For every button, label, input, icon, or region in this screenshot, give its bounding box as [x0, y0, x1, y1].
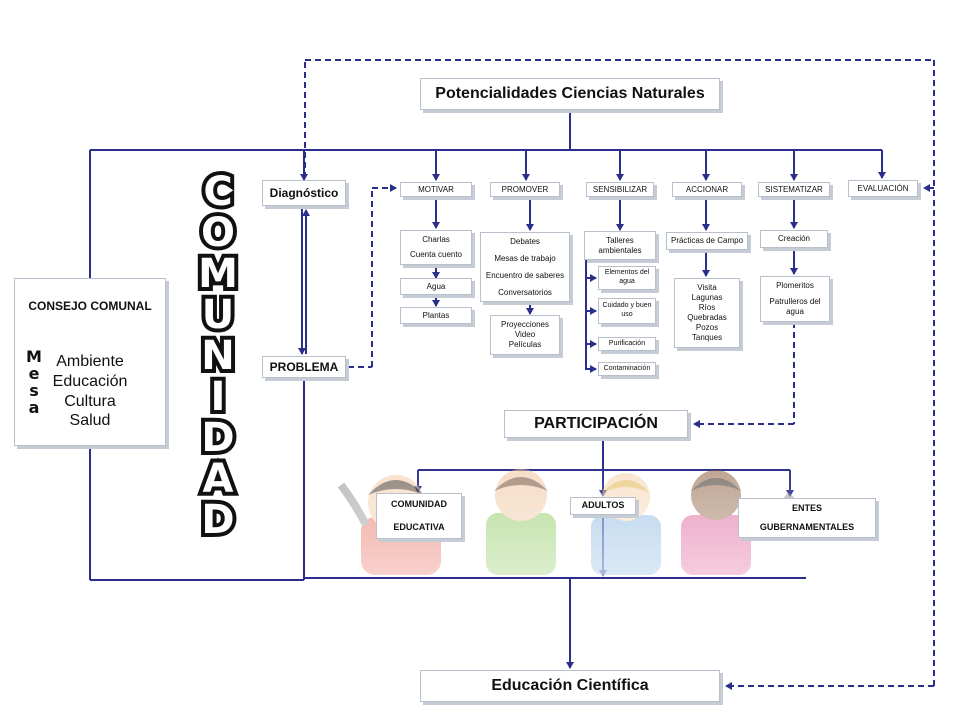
- comunidad-letter: U: [198, 291, 238, 340]
- sistematizar-item: Plomeritos: [776, 281, 814, 290]
- accionar-visita-item: Ríos: [698, 303, 716, 312]
- sensibilizar-purificacion-box: Purificación: [598, 337, 656, 351]
- participant-label: EDUCATIVA: [393, 522, 445, 532]
- educacion-cientifica-box: Educación Científica: [420, 670, 720, 702]
- accionar-visita-item: Visita: [697, 283, 717, 292]
- motivar-plantas-box: Plantas: [400, 307, 472, 324]
- comunidad-letter: D: [197, 496, 238, 545]
- phase-evaluacion: EVALUACIÓN: [848, 180, 918, 197]
- phase-evaluacion-label: EVALUACIÓN: [857, 183, 909, 193]
- phase-accionar: ACCIONAR: [672, 182, 742, 197]
- participant-adultos-label: ADULTOS: [581, 500, 625, 511]
- comunidad-letter: I: [207, 373, 230, 422]
- diagnostico-box: Diagnóstico: [262, 180, 346, 206]
- accionar-visita-box: Visita Lagunas Ríos Quebradas Pozos Tanq…: [674, 278, 740, 348]
- comunidad-letter: C: [199, 168, 236, 217]
- mesa-letter: a: [28, 398, 40, 417]
- phase-sensibilizar: SENSIBILIZAR: [586, 182, 654, 197]
- comunidad-letter: D: [197, 414, 238, 463]
- participant-label: ENTES: [791, 502, 822, 513]
- mesa-letter: s: [29, 381, 39, 400]
- sensibilizar-subitem: uso: [621, 311, 633, 318]
- comunidad-letter: M: [194, 250, 242, 299]
- accionar-practicas-label: Prácticas de Campo: [670, 236, 744, 245]
- mesa-letter: e: [28, 364, 40, 383]
- sensibilizar-subitem: agua: [619, 278, 635, 285]
- phase-sistematizar-label: SISTEMATIZAR: [765, 184, 823, 194]
- comunidad-letter: O: [197, 209, 239, 258]
- phase-sistematizar: SISTEMATIZAR: [758, 182, 830, 197]
- mesa-letter: M: [26, 347, 42, 366]
- mesa-areas-list: Ambiente Educación Cultura Salud: [50, 352, 130, 430]
- sistematizar-item: agua: [786, 307, 804, 316]
- mesa-vertical-label: M e s a: [24, 348, 44, 416]
- sensibilizar-cuidado-box: Cuidado y buen uso: [598, 298, 656, 324]
- phase-sensibilizar-label: SENSIBILIZAR: [592, 184, 648, 194]
- phase-promover: PROMOVER: [490, 182, 560, 197]
- sensibilizar-contaminacion-box: Contaminación: [598, 362, 656, 376]
- participant-label: GUBERNAMENTALES: [759, 522, 855, 532]
- phase-accionar-label: ACCIONAR: [685, 184, 729, 194]
- phase-motivar: MOTIVAR: [400, 182, 472, 197]
- participant-comunidad-educativa: COMUNIDAD EDUCATIVA: [376, 493, 462, 539]
- potencialidades-title-box: Potencialidades Ciencias Naturales: [420, 78, 720, 110]
- promover-item: Conversatorios: [498, 287, 552, 297]
- area-item: Educación: [52, 373, 128, 390]
- area-item: Cultura: [64, 393, 116, 410]
- motivar-item: Charlas: [422, 235, 450, 244]
- motivar-agua-label: Agua: [426, 281, 446, 291]
- area-item: Salud: [69, 412, 111, 429]
- diagnostico-label: Diagnóstico: [269, 185, 339, 200]
- promover-item: Mesas de trabajo: [494, 253, 556, 263]
- participacion-box: PARTICIPACIÓN: [504, 410, 688, 438]
- sensibilizar-item: ambientales: [598, 245, 642, 255]
- accionar-visita-item: Quebradas: [687, 313, 727, 322]
- phase-motivar-label: MOTIVAR: [418, 184, 454, 194]
- sensibilizar-purificacion-label: Purificación: [608, 339, 646, 347]
- sensibilizar-item: Talleres: [606, 235, 634, 245]
- participant-label: COMUNIDAD: [391, 498, 447, 509]
- motivar-agua-box: Agua: [400, 278, 472, 295]
- promover-media-item: Proyecciones: [500, 320, 550, 329]
- promover-media-box: Proyecciones Video Películas: [490, 315, 560, 355]
- sensibilizar-contaminacion-label: Contaminación: [603, 364, 651, 372]
- potencialidades-title: Potencialidades Ciencias Naturales: [435, 85, 705, 102]
- promover-item: Debates: [510, 236, 540, 246]
- accionar-visita-item: Lagunas: [691, 293, 723, 302]
- comunidad-letter: A: [199, 455, 238, 504]
- educacion-cientifica-title: Educación Científica: [491, 677, 649, 694]
- promover-list-box: Debates Mesas de trabajo Encuentro de sa…: [480, 232, 570, 302]
- participant-entes-gubernamentales: ENTES GUBERNAMENTALES: [738, 498, 876, 538]
- sistematizar-creacion-label: Creación: [777, 234, 810, 243]
- consejo-comunal-title: CONSEJO COMUNAL: [28, 299, 152, 313]
- comunidad-vertical-title: C O M U N I D A D: [192, 168, 244, 545]
- area-item: Ambiente: [56, 353, 124, 370]
- accionar-visita-item: Tanques: [691, 333, 723, 342]
- promover-item: Encuentro de saberes: [485, 270, 565, 280]
- promover-media-item: Video: [514, 330, 536, 339]
- accionar-practicas-box: Prácticas de Campo: [666, 232, 748, 250]
- promover-media-item: Películas: [508, 340, 542, 349]
- problema-box: PROBLEMA: [262, 356, 346, 378]
- accionar-visita-item: Pozos: [695, 323, 719, 332]
- problema-label: PROBLEMA: [269, 359, 339, 374]
- comunidad-letter: N: [197, 332, 238, 381]
- sensibilizar-subitem: Elementos del: [604, 269, 650, 277]
- motivar-item: Cuenta cuento: [409, 250, 463, 259]
- sistematizar-item: Patrulleros del: [769, 297, 821, 306]
- sensibilizar-talleres-box: Talleres ambientales: [584, 231, 656, 260]
- phase-promover-label: PROMOVER: [501, 184, 549, 194]
- sensibilizar-subitem: Cuidado y buen: [602, 302, 652, 310]
- motivar-charlas-box: Charlas Cuenta cuento: [400, 230, 472, 265]
- sistematizar-creacion-box: Creación: [760, 230, 828, 248]
- consejo-comunal-box: CONSEJO COMUNAL: [14, 278, 166, 446]
- motivar-plantas-label: Plantas: [422, 310, 450, 320]
- participant-adultos: ADULTOS: [570, 497, 636, 515]
- sistematizar-plomeritos-box: Plomeritos Patrulleros del agua: [760, 276, 830, 322]
- participacion-label: PARTICIPACIÓN: [534, 415, 658, 432]
- sensibilizar-elementos-box: Elementos del agua: [598, 266, 656, 290]
